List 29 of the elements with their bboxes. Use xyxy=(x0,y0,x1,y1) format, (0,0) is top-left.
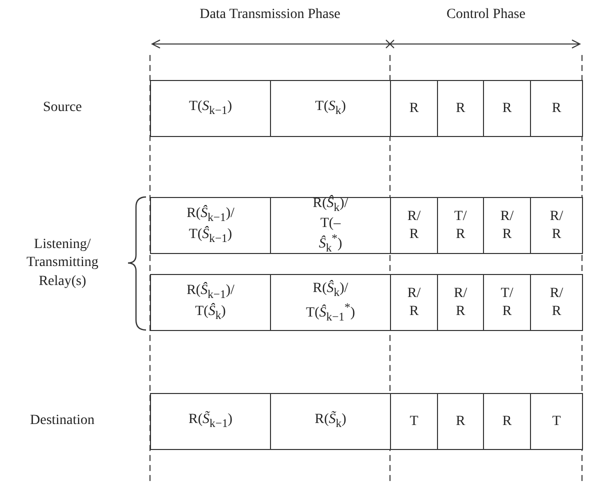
table-cell: R(S̃$_{k}$) xyxy=(270,393,391,450)
table-cell: R/ R xyxy=(390,197,438,254)
table-cell: R/ R xyxy=(390,274,438,331)
table-cell: R(Ŝ$_{k}$)/ T(Ŝ$_{k−1}$$^{*}$) xyxy=(270,274,391,331)
table-cell: R xyxy=(437,80,484,137)
table-cell: R(Ŝ$_{k−1}$)/ T(Ŝ$_{k−1}$) xyxy=(150,197,271,254)
row-label: Destination xyxy=(30,412,95,430)
table-cell: T(S$_{k}$) xyxy=(270,80,391,137)
table-cell: T/ R xyxy=(437,197,484,254)
table-cell: R/ R xyxy=(437,274,484,331)
table-cell: R xyxy=(437,393,484,450)
table-cell: R xyxy=(483,80,531,137)
table-cell: R/ R xyxy=(483,197,531,254)
table-cell: R xyxy=(530,80,583,137)
table-cell: R/ R xyxy=(530,197,583,254)
row-label: Source xyxy=(43,99,82,117)
table-cell: R(Ŝ$_{k−1}$)/ T(Ŝ$_{k}$) xyxy=(150,274,271,331)
table-cell: T/ R xyxy=(483,274,531,331)
table-cell: T(S$_{k−1}$) xyxy=(150,80,271,137)
table-cell: R(Ŝ$_{k}$)/ T(–Ŝ$_{k}$$^{*}$) xyxy=(270,197,391,254)
table-cell: T xyxy=(390,393,438,450)
table-cell: R xyxy=(390,80,438,137)
phase-title: Data Transmission Phase xyxy=(198,6,342,24)
phase-title: Control Phase xyxy=(446,6,526,24)
row-label: Listening/ Transmitting Relay(s) xyxy=(26,236,98,292)
table-cell: R xyxy=(483,393,531,450)
table-cell: R/ R xyxy=(530,274,583,331)
table-cell: R(S̃$_{k−1}$) xyxy=(150,393,271,450)
table-cell: T xyxy=(530,393,583,450)
